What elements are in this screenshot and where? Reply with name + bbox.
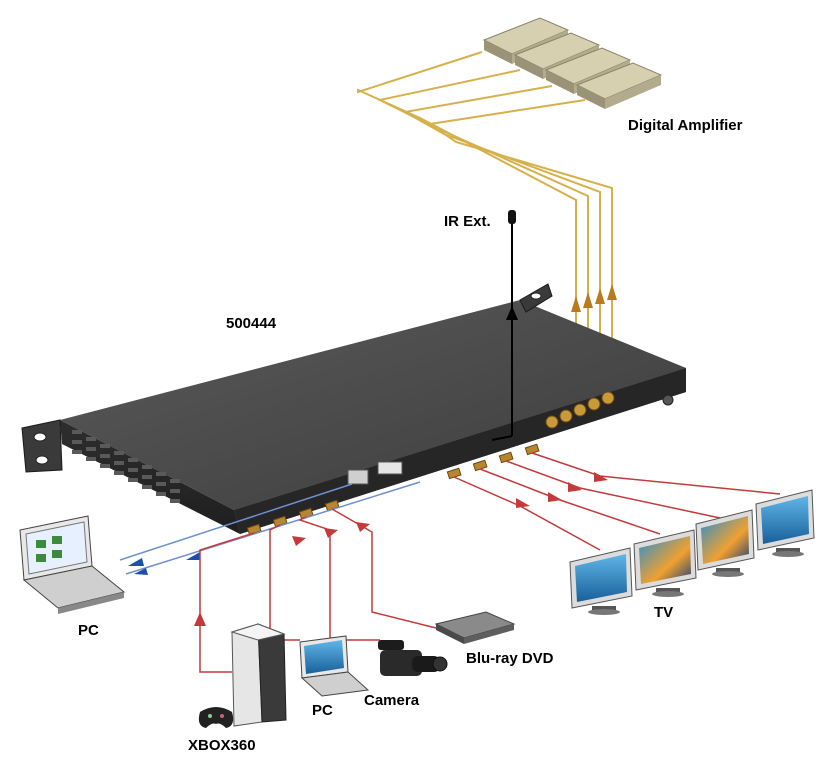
device-top	[60, 300, 686, 510]
tv-monitor-icon	[569, 547, 633, 615]
laptop-icon	[299, 635, 370, 697]
tv-monitor-icon	[755, 489, 815, 557]
hdmi-input-ports	[246, 499, 340, 536]
tv-displays	[569, 489, 815, 615]
tv-monitor-icon	[633, 529, 697, 597]
laptop-icon	[19, 515, 126, 614]
model-number-label: 500444	[226, 315, 277, 332]
ir-port	[662, 394, 674, 406]
tv-monitor-icon	[695, 509, 755, 577]
audio-output-ports	[545, 391, 615, 429]
xbox360-label: XBOX360	[188, 737, 256, 754]
hdmi-output-ports	[446, 443, 540, 480]
audio-output-cables	[357, 51, 613, 410]
camera-label: Camera	[364, 692, 420, 709]
vent-grille	[72, 430, 180, 503]
matrix-device	[21, 283, 686, 536]
rs232-port	[377, 461, 403, 475]
ir-ext-label: IR Ext.	[444, 213, 491, 230]
digital-amplifier	[482, 17, 663, 109]
device-rear-panel	[234, 368, 686, 534]
bluray-dvd-label: Blu-ray DVD	[466, 650, 554, 667]
camcorder-icon	[378, 640, 448, 676]
digital-amplifier-label: Digital Amplifier	[628, 117, 743, 134]
pc-left-label: PC	[78, 622, 99, 639]
ir-antenna-icon	[491, 210, 518, 441]
lan-port	[347, 469, 369, 485]
pc-bottom-label: PC	[312, 702, 333, 719]
rack-ear-left	[21, 419, 63, 473]
bluray-player-icon	[434, 611, 516, 644]
xbox360-console-icon	[230, 623, 287, 727]
hdmi-input-arrows	[194, 522, 370, 626]
hdmi-output-arrows	[516, 472, 608, 508]
audio-arrows	[571, 284, 617, 312]
amplifier-module-icon	[482, 17, 663, 109]
gamepad-icon	[198, 707, 234, 728]
network-arrows	[128, 552, 200, 575]
tv-label: TV	[654, 604, 674, 621]
